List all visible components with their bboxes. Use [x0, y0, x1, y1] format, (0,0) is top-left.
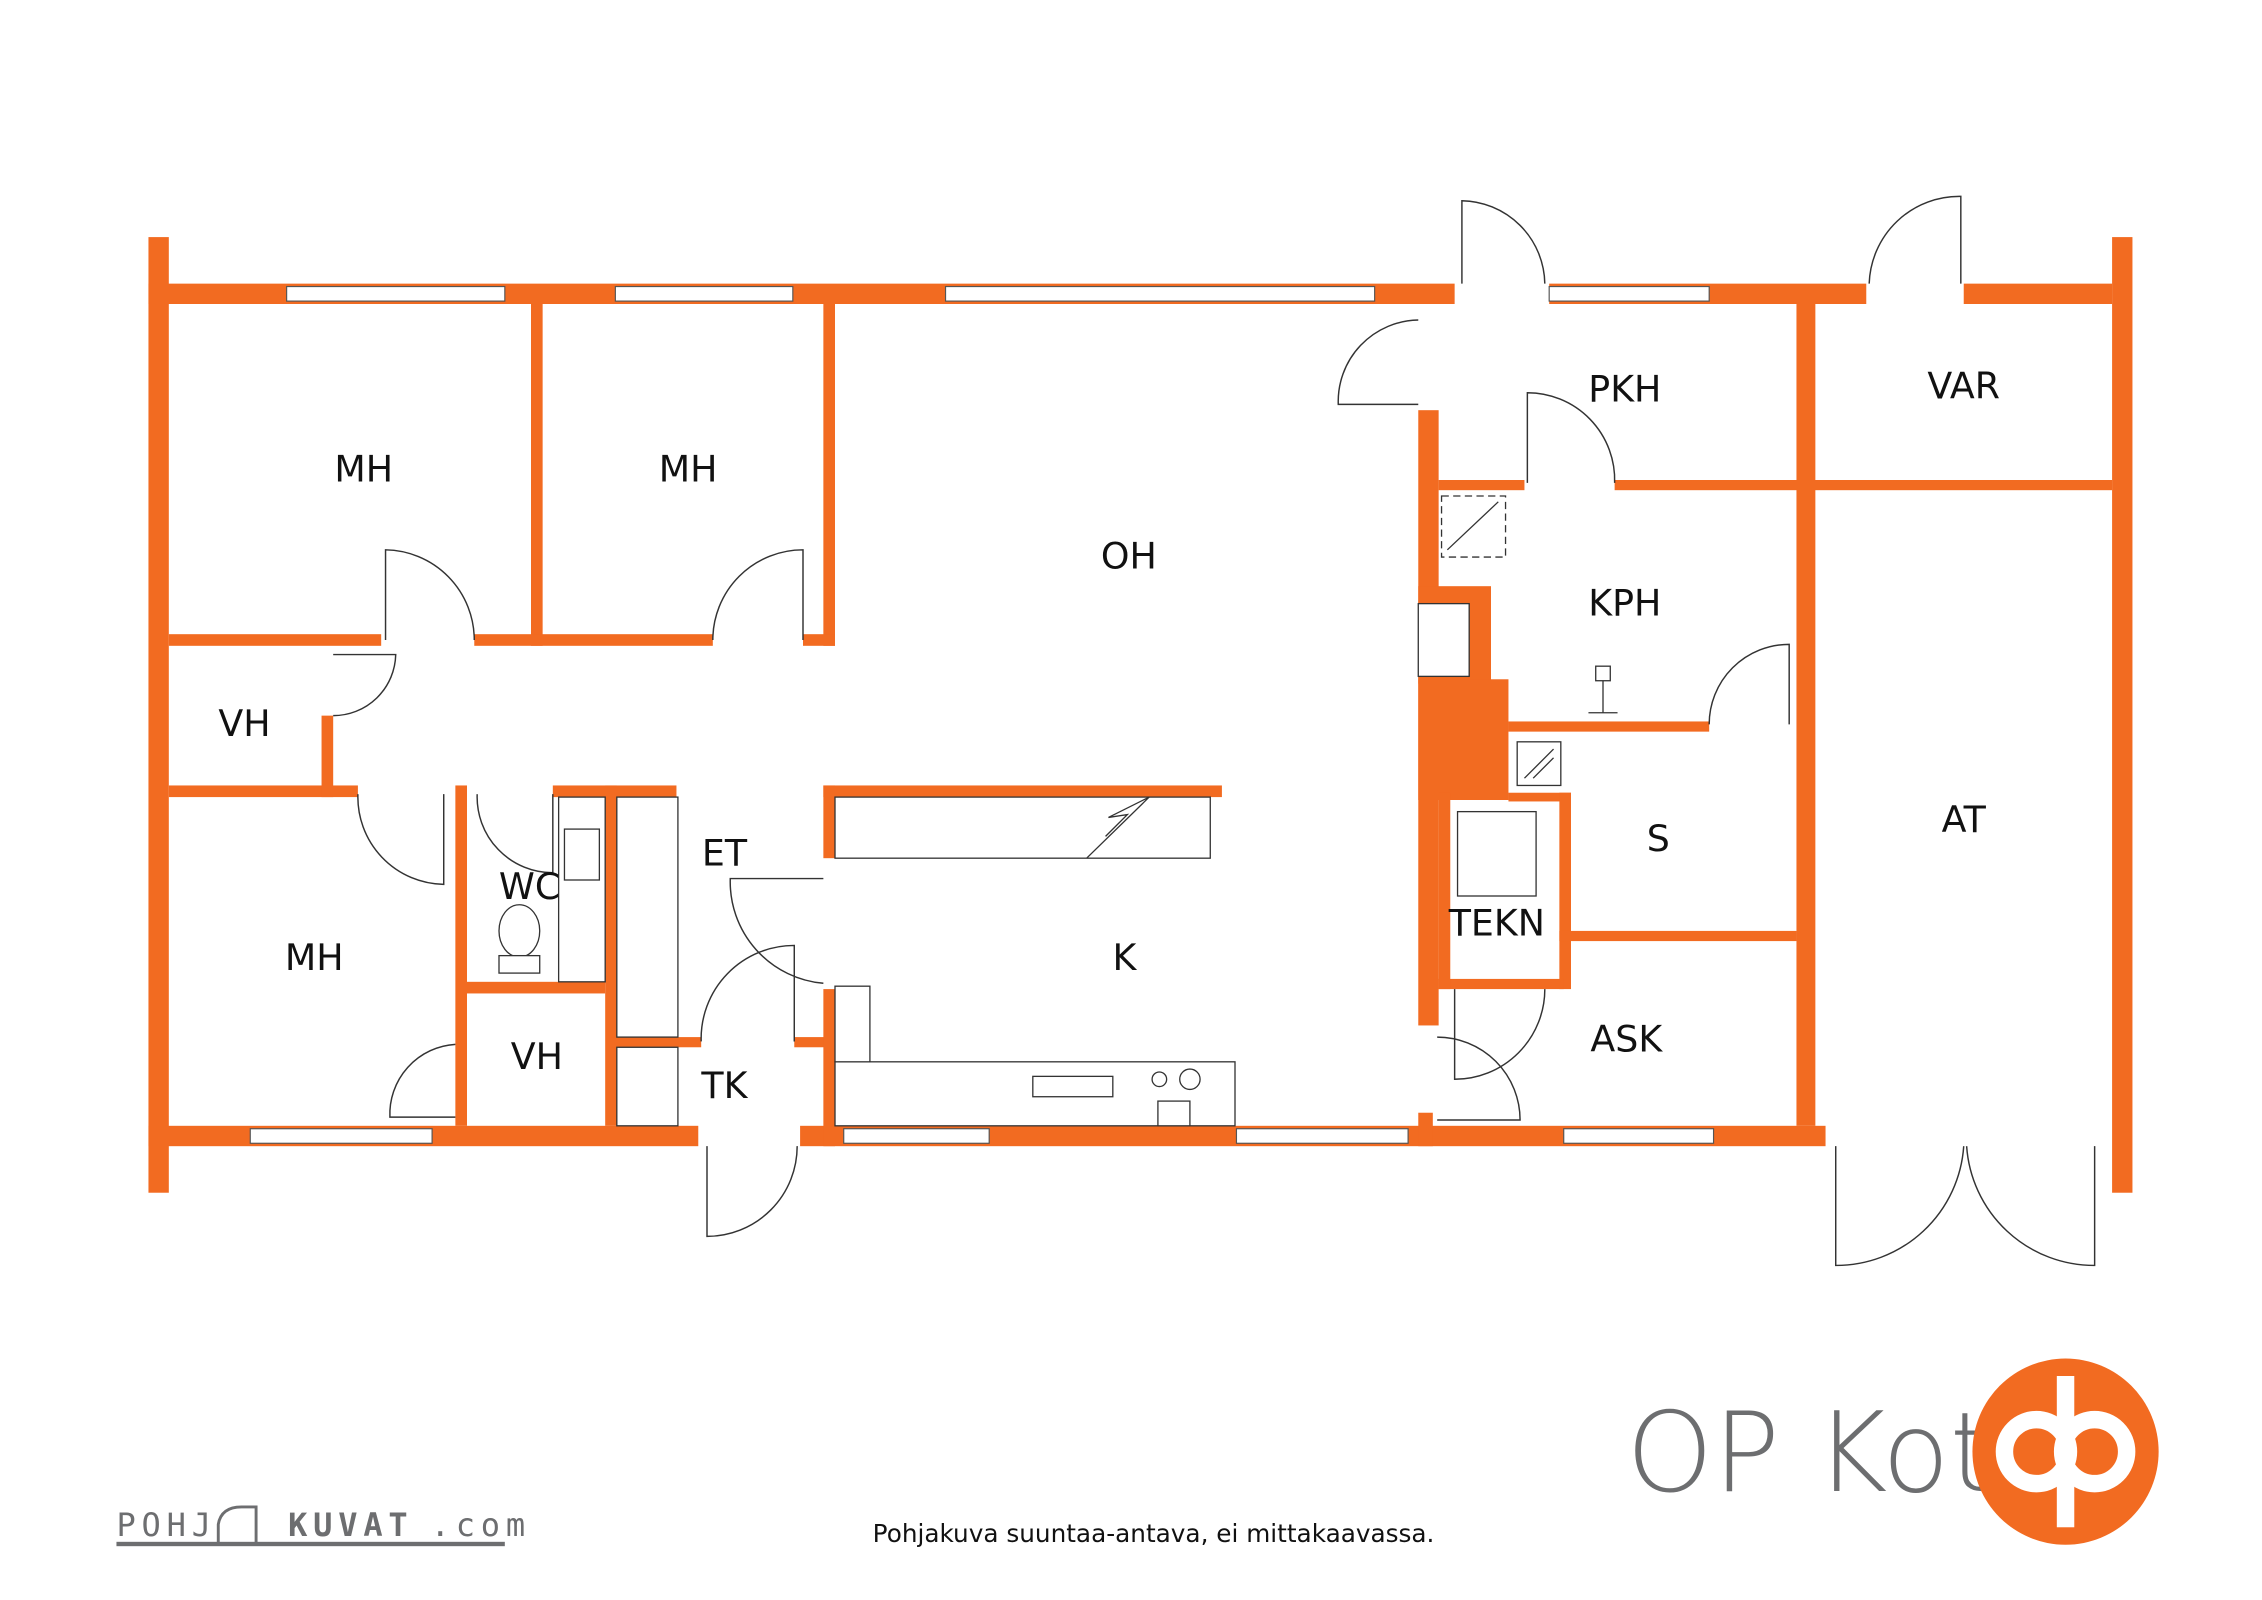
room-label-wc: WC: [499, 865, 560, 908]
svg-text:KUVAT: KUVAT: [288, 1506, 413, 1544]
room-label-oh: OH: [1101, 535, 1157, 578]
room-label-mh2: MH: [659, 447, 718, 490]
room-label-tekn: TEKN: [1448, 901, 1545, 944]
brand-name: OP Koti: [1626, 1389, 2023, 1518]
room-label-kph: KPH: [1588, 581, 1661, 624]
room-label-et: ET: [702, 831, 748, 874]
op-logo: [1972, 1358, 2159, 1545]
room-label-tk: TK: [700, 1064, 748, 1107]
pohjakuvat-logo: POHJ KUVAT .com: [116, 1505, 531, 1547]
room-label-s: S: [1647, 817, 1670, 860]
room-label-mh3: MH: [285, 936, 344, 979]
room-label-var: VAR: [1927, 365, 2000, 408]
room-label-at: AT: [1942, 798, 1987, 841]
windows: [249, 285, 1715, 1144]
walls: [148, 237, 2133, 1193]
room-label-mh1: MH: [334, 447, 393, 490]
room-label-vh2: VH: [511, 1035, 563, 1078]
room-label-k: K: [1113, 936, 1138, 979]
room-label-ask: ASK: [1590, 1018, 1663, 1061]
doors: [333, 195, 2096, 1267]
room-label-pkh: PKH: [1588, 367, 1661, 410]
svg-text:POHJ: POHJ: [116, 1506, 216, 1544]
disclaimer-text: Pohjakuva suuntaa-antava, ei mittakaavas…: [873, 1519, 1435, 1548]
room-labels: MH MH OH VH MH WC VH ET TK K PKH VAR KPH…: [218, 365, 2000, 1108]
room-label-vh1: VH: [218, 702, 270, 745]
fixtures: [498, 495, 1618, 1127]
svg-text:.com: .com: [431, 1506, 531, 1544]
